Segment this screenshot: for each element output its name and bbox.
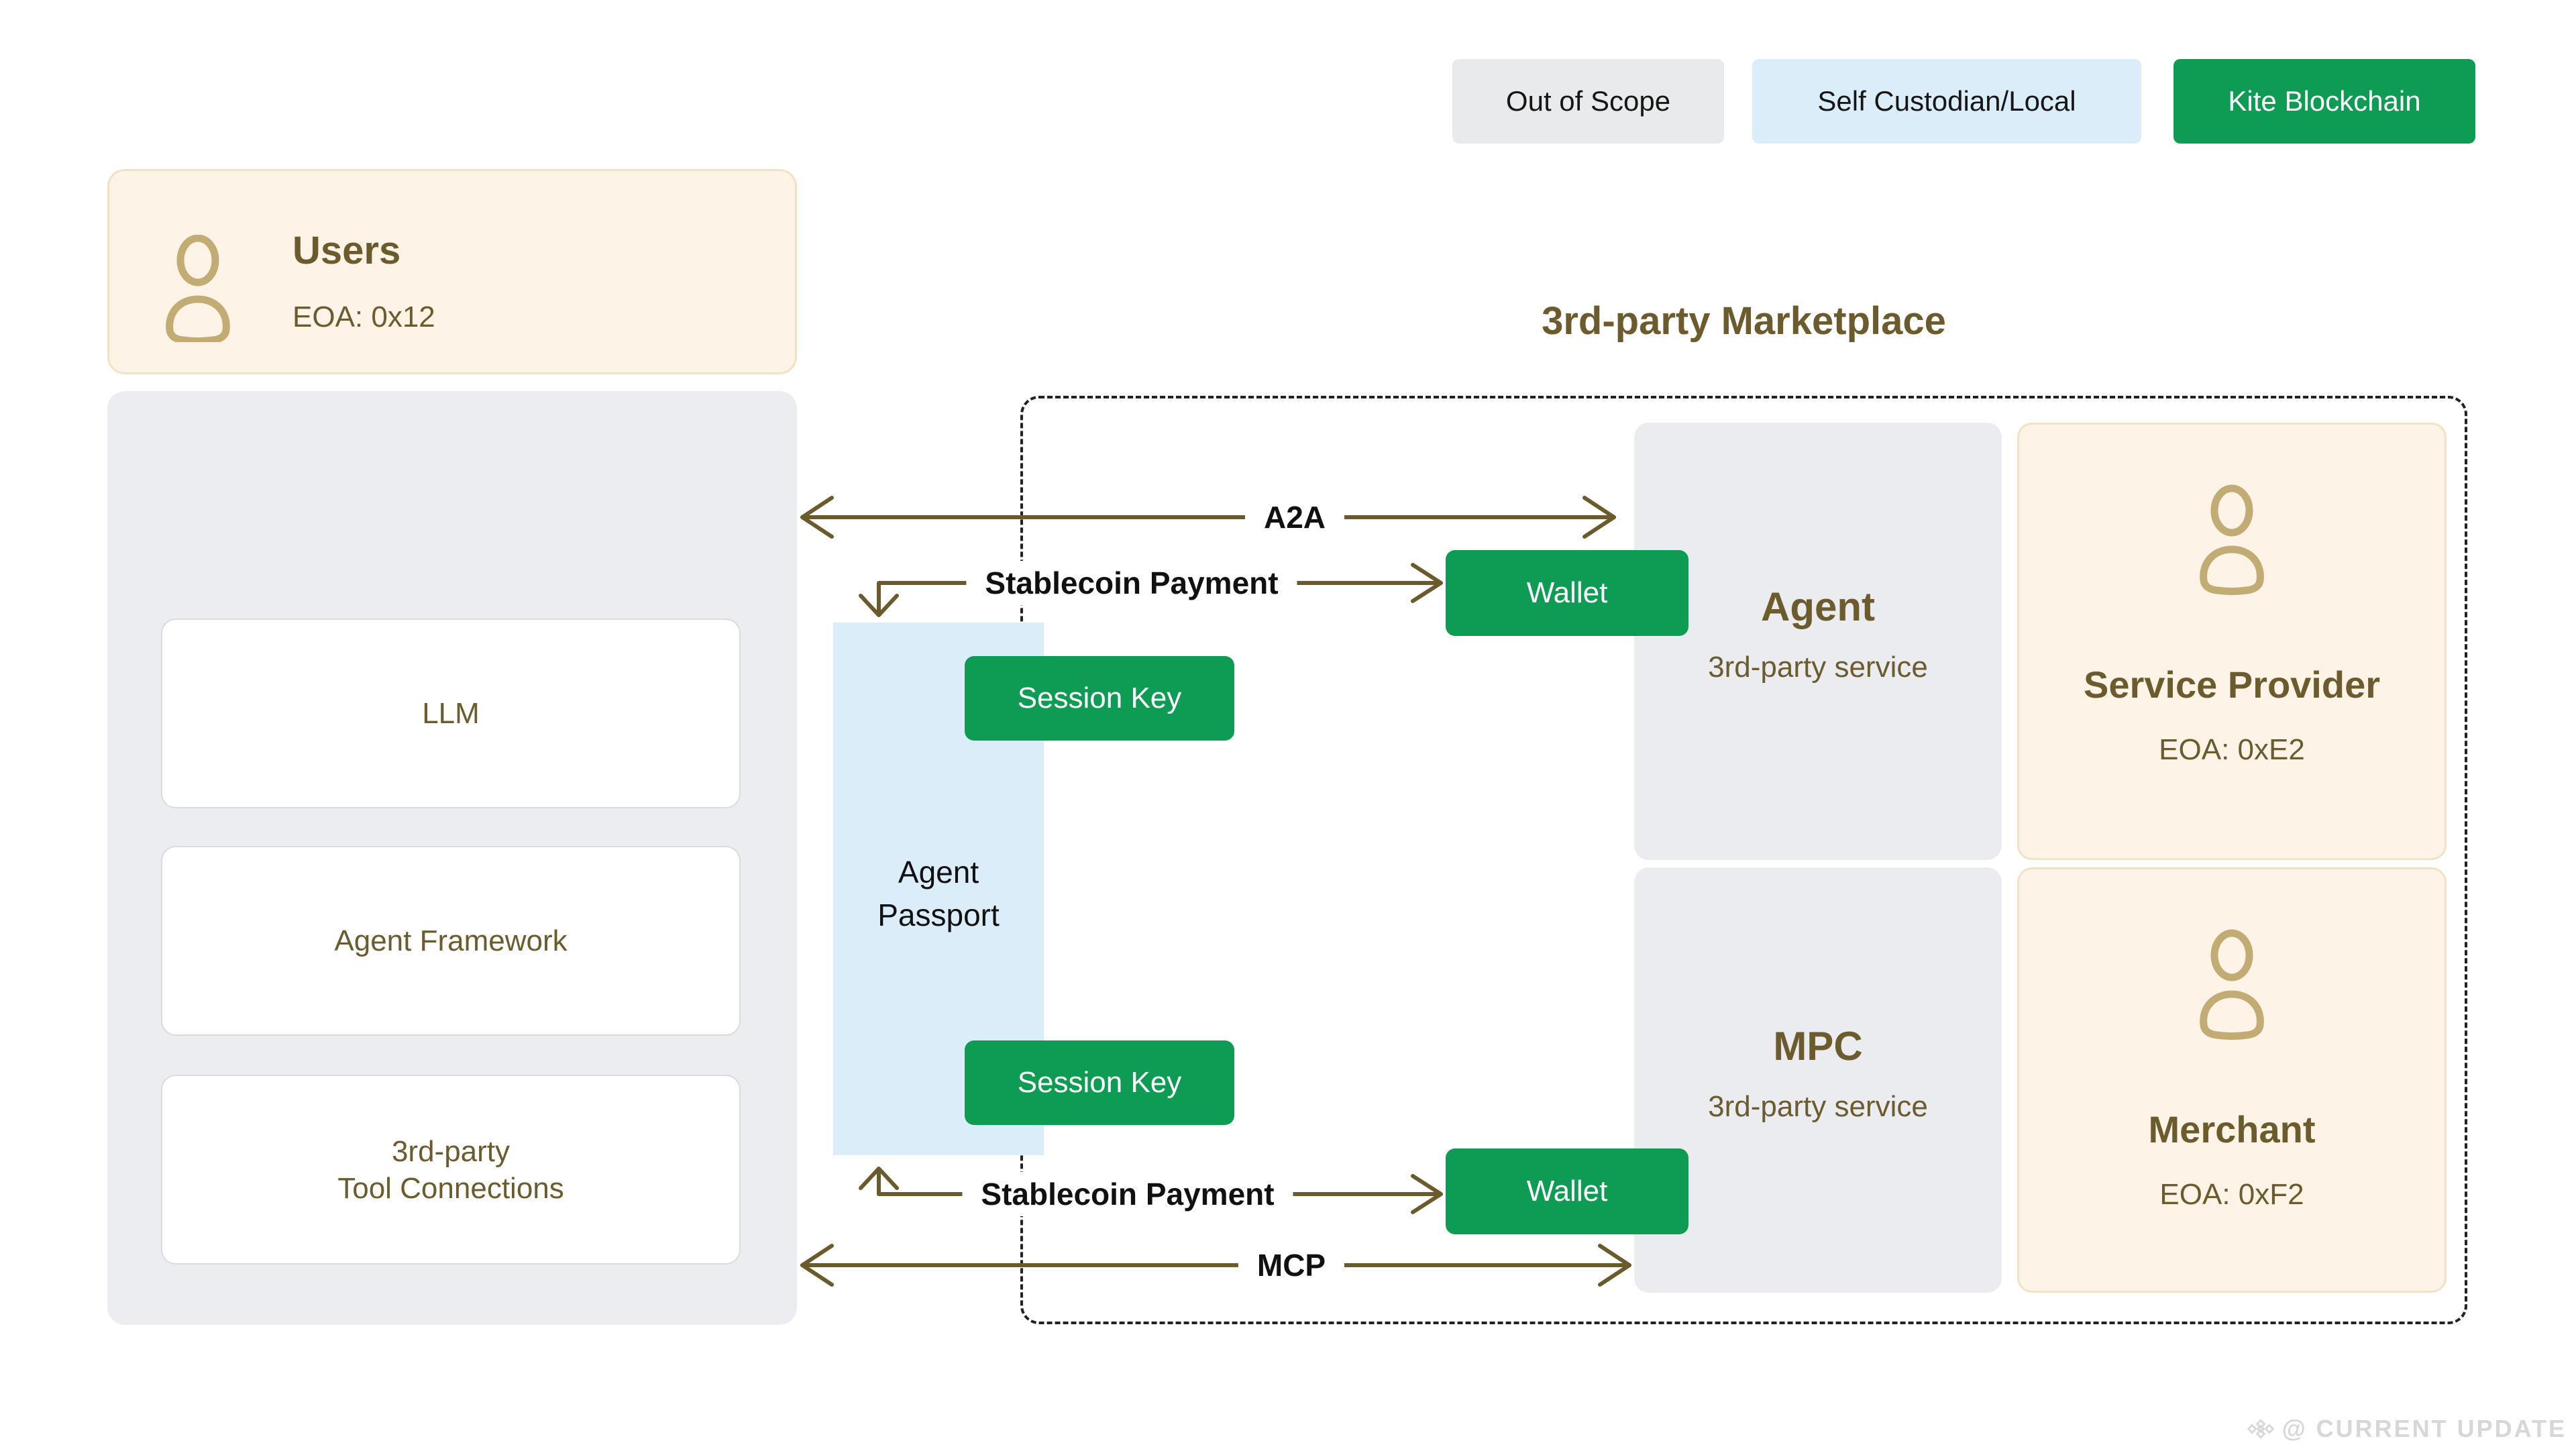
session-key-button-top[interactable]: Session Key [965, 656, 1234, 741]
session-key-button-bottom[interactable]: Session Key [965, 1040, 1234, 1125]
stablecoin-payment-label-top: Stablecoin Payment [966, 561, 1297, 605]
wallet-button-bottom[interactable]: Wallet [1446, 1148, 1688, 1234]
wallet-button-top[interactable]: Wallet [1446, 550, 1688, 636]
a2a-label: A2A [1244, 495, 1345, 539]
merchant-card: Merchant EOA: 0xF2 [2017, 867, 2447, 1293]
stablecoin-payment-label-bottom: Stablecoin Payment [962, 1172, 1293, 1216]
service-provider-title: Service Provider [2083, 663, 2381, 706]
merchant-title: Merchant [2148, 1108, 2316, 1150]
tool-connections-box: 3rd-party Tool Connections [161, 1075, 741, 1265]
watermark-diamond-icon [2247, 1419, 2274, 1439]
service-provider-eoa: EOA: 0xE2 [2159, 733, 2305, 766]
agent-framework-box: Agent Framework [161, 846, 741, 1036]
users-title: Users [292, 229, 401, 272]
agent-service-box: Agent 3rd-party service [1634, 423, 2002, 860]
service-provider-icon [2200, 484, 2264, 595]
legend-kite-blockchain[interactable]: Kite Blockchain [2174, 59, 2475, 144]
mpc-service-subtitle: 3rd-party service [1708, 1090, 1928, 1123]
agent-card: Agent EOA: 0x14fA LLM Agent Framework 3r… [107, 391, 797, 1325]
mpc-service-title: MPC [1773, 1024, 1863, 1069]
watermark: @ CURRENT UPDATE [2246, 1414, 2567, 1444]
legend-self-custodian-local[interactable]: Self Custodian/Local [1752, 59, 2141, 144]
watermark-text: @ CURRENT UPDATE [2282, 1415, 2567, 1442]
user-icon [166, 235, 230, 342]
marketplace-title: 3rd-party Marketplace [1542, 299, 1946, 343]
agent-service-subtitle: 3rd-party service [1708, 651, 1928, 684]
legend-out-of-scope[interactable]: Out of Scope [1452, 59, 1724, 144]
service-provider-card: Service Provider EOA: 0xE2 [2017, 423, 2447, 860]
agent-service-title: Agent [1761, 584, 1875, 629]
merchant-eoa: EOA: 0xF2 [2159, 1178, 2304, 1211]
users-eoa: EOA: 0x12 [292, 301, 435, 333]
merchant-icon [2200, 929, 2264, 1040]
agent-passport-label: Agent Passport [877, 855, 1000, 933]
mpc-service-box: MPC 3rd-party service [1634, 867, 2002, 1293]
llm-box: LLM [161, 619, 741, 808]
mcp-label: MCP [1238, 1243, 1345, 1287]
